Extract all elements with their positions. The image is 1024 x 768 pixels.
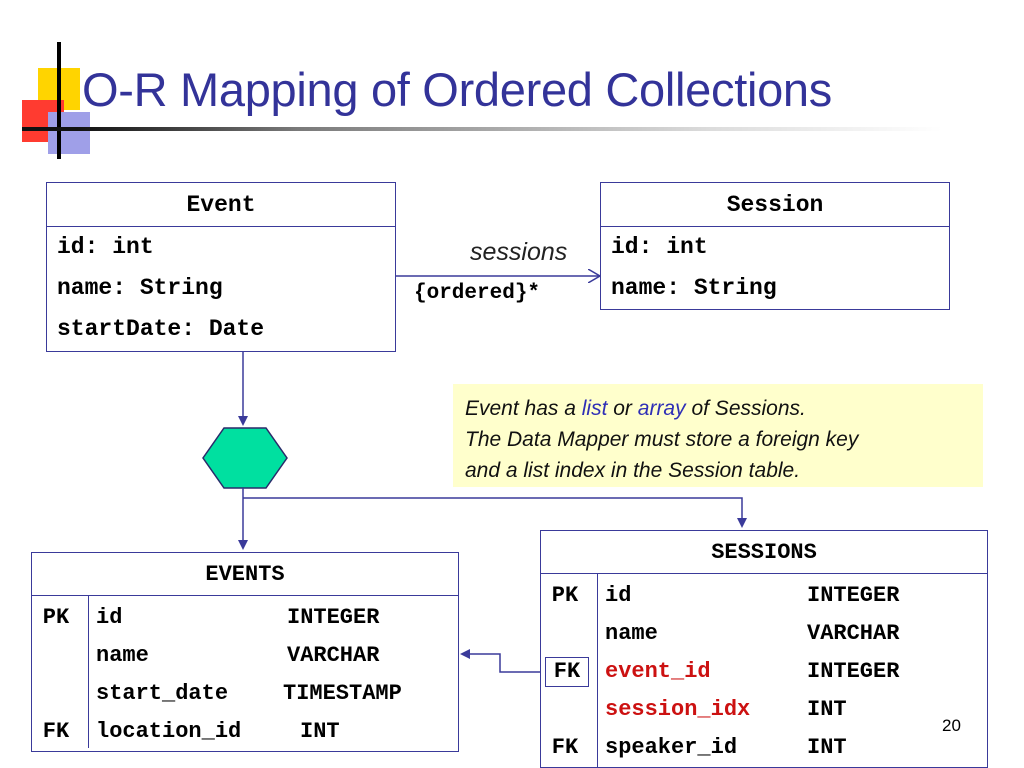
- events-table-name: EVENTS: [32, 553, 458, 596]
- column-type: INTEGER: [807, 659, 900, 684]
- key-marker-highlighted: FK: [545, 657, 589, 687]
- table-row: PK id INTEGER: [541, 577, 987, 615]
- column-type: VARCHAR: [807, 621, 900, 646]
- column-type: INT: [807, 697, 847, 722]
- column-name: speaker_id: [605, 735, 738, 760]
- sessions-table-body: PK id INTEGER name VARCHAR FK event_id I…: [541, 574, 987, 768]
- key-marker: PK: [42, 605, 70, 630]
- events-table: EVENTS PK id INTEGER name VARCHAR start_…: [31, 552, 459, 752]
- association-role-label: sessions: [470, 238, 568, 266]
- note-keyword-array: array: [637, 397, 686, 420]
- title-decoration-blue-square: [48, 112, 90, 154]
- foreign-key-line: [460, 649, 544, 673]
- table-row: name VARCHAR: [32, 637, 458, 675]
- association-multiplicity-label: {ordered}*: [414, 282, 541, 305]
- column-name-highlighted: session_idx: [605, 697, 751, 722]
- mapper-to-sessions-line: [243, 497, 747, 528]
- table-row: name VARCHAR: [541, 615, 987, 653]
- table-row: FK event_id INTEGER: [541, 653, 987, 691]
- table-row: start_date TIMESTAMP: [32, 675, 458, 713]
- column-type: INT: [300, 719, 340, 744]
- title-decoration-vertical-line: [57, 42, 61, 159]
- session-class-name: Session: [601, 183, 949, 227]
- column-name: id: [605, 583, 632, 608]
- title-underline: [22, 127, 942, 131]
- note-text: or: [607, 397, 638, 420]
- key-marker: PK: [551, 583, 579, 608]
- sessions-table: SESSIONS PK id INTEGER name VARCHAR FK e…: [540, 530, 988, 768]
- note-line-2: The Data Mapper must store a foreign key: [465, 428, 859, 451]
- event-class-box: Event id: int name: String startDate: Da…: [46, 182, 396, 352]
- column-type: INTEGER: [287, 605, 380, 630]
- column-type: TIMESTAMP: [283, 681, 402, 706]
- session-class-box: Session id: int name: String: [600, 182, 950, 310]
- column-name: name: [605, 621, 658, 646]
- note-keyword-list: list: [581, 397, 608, 420]
- explanation-note: Event has a list or array of Sessions. T…: [453, 384, 983, 487]
- column-type: VARCHAR: [287, 643, 380, 668]
- column-name-highlighted: event_id: [605, 659, 711, 684]
- column-name: id: [96, 605, 123, 630]
- column-name: location_id: [96, 719, 242, 744]
- column-name: start_date: [96, 681, 229, 706]
- session-class-attribute: id: int: [611, 234, 708, 260]
- slide-title: O-R Mapping of Ordered Collections: [82, 63, 832, 116]
- sessions-table-name: SESSIONS: [541, 531, 987, 574]
- table-row: session_idx INT: [541, 691, 987, 729]
- session-class-attribute: name: String: [611, 275, 777, 301]
- event-class-attribute: id: int: [57, 234, 154, 260]
- key-marker: FK: [551, 735, 579, 760]
- event-class-attribute: startDate: Date: [57, 316, 265, 342]
- note-line-1: Event has a list or array of Sessions.: [465, 393, 971, 424]
- note-text: of Sessions.: [685, 397, 806, 420]
- column-name: name: [96, 643, 149, 668]
- table-row: FK location_id INT: [32, 713, 458, 751]
- event-class-name: Event: [47, 183, 395, 227]
- column-type: INT: [807, 735, 847, 760]
- note-text: Event has a: [465, 397, 582, 420]
- page-number: 20: [942, 716, 961, 735]
- sessions-key-divider: [597, 574, 598, 768]
- data-mapper-hexagon: [202, 427, 288, 489]
- events-table-body: PK id INTEGER name VARCHAR start_date TI…: [32, 596, 458, 751]
- event-class-attribute: name: String: [57, 275, 223, 301]
- table-row: FK speaker_id INT: [541, 729, 987, 767]
- column-type: INTEGER: [807, 583, 900, 608]
- events-key-divider: [88, 596, 89, 748]
- note-line-3: and a list index in the Session table.: [465, 459, 801, 482]
- key-marker: FK: [42, 719, 70, 744]
- table-row: PK id INTEGER: [32, 599, 458, 637]
